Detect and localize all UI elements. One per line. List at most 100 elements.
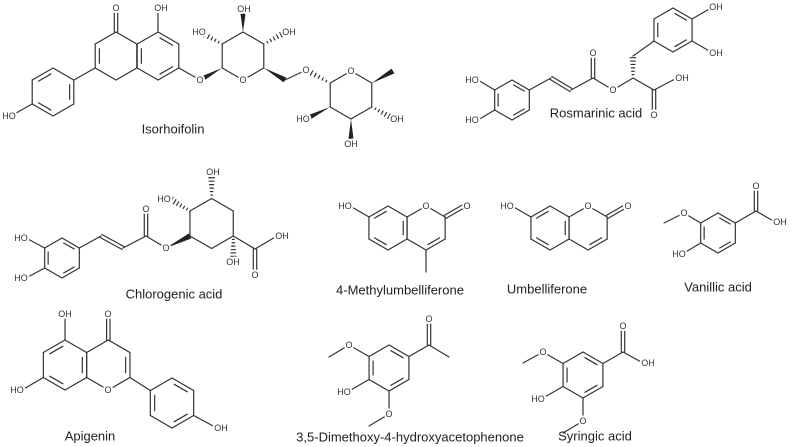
bond	[136, 67, 159, 81]
atom-label: O	[589, 48, 596, 58]
bond	[562, 385, 584, 399]
atom-label: O	[345, 340, 352, 350]
bond	[511, 205, 532, 218]
wedge-bond	[348, 119, 354, 141]
bond	[350, 70, 373, 84]
compound-name-rosmarinic-acid: Rosmarinic acid	[550, 106, 642, 121]
bond	[368, 238, 389, 251]
atom-label: O	[579, 416, 586, 426]
atom-label: HO	[296, 114, 310, 124]
bond	[717, 212, 736, 224]
bond	[63, 242, 75, 250]
bond	[373, 210, 387, 219]
bond	[755, 210, 776, 223]
atom-label: HO	[14, 233, 28, 243]
bond	[115, 67, 138, 81]
bond	[387, 238, 408, 251]
bond	[427, 237, 441, 246]
bond	[535, 237, 549, 246]
bond	[129, 376, 151, 392]
bond	[149, 414, 173, 429]
bond	[674, 39, 688, 48]
bond	[325, 79, 328, 83]
bond	[31, 103, 54, 117]
bond	[189, 197, 213, 212]
bond	[632, 77, 655, 91]
bond	[206, 34, 211, 40]
bond	[49, 375, 64, 385]
bond	[94, 31, 117, 45]
bond	[173, 383, 188, 393]
bond	[653, 77, 678, 91]
wedge-bond	[166, 233, 192, 248]
bond	[25, 237, 46, 249]
bond	[700, 212, 719, 224]
bond	[542, 351, 564, 365]
bond	[406, 238, 427, 251]
bond	[211, 197, 234, 212]
bond	[176, 201, 180, 206]
atom-label: O	[752, 181, 759, 191]
bond	[477, 109, 496, 121]
bond	[313, 72, 317, 78]
atom-label: O	[539, 347, 546, 357]
atom-label: OH	[773, 217, 787, 227]
bond	[388, 378, 410, 392]
compound-name-umbelliferone: Umbelliferone	[507, 282, 587, 297]
atom-label: HO	[337, 387, 351, 397]
bond	[717, 242, 736, 254]
wedge-bond	[372, 68, 395, 83]
bond	[373, 237, 387, 246]
atom-label: O	[347, 66, 354, 76]
wedge-bond	[304, 107, 330, 122]
bond	[663, 212, 685, 224]
bond	[149, 377, 173, 392]
bond	[221, 67, 244, 81]
bond	[530, 238, 551, 251]
bond	[522, 351, 544, 364]
bond	[221, 31, 244, 45]
bond	[279, 32, 283, 38]
atom-label: HO	[14, 273, 28, 283]
atom-label: OH	[675, 73, 689, 83]
atom-label: OH	[237, 4, 251, 14]
bond	[584, 357, 598, 366]
bond	[653, 40, 674, 53]
bond	[31, 67, 54, 81]
bond	[592, 77, 614, 91]
bond	[193, 414, 216, 428]
atom-label: O	[624, 201, 631, 211]
bond	[719, 217, 731, 225]
bond	[584, 384, 598, 393]
bond	[269, 38, 272, 43]
bond	[52, 103, 75, 117]
bond	[101, 233, 125, 248]
bond	[185, 207, 188, 211]
bond	[157, 31, 180, 45]
bond	[203, 32, 207, 38]
atom-label: O	[584, 201, 591, 211]
bond	[107, 339, 131, 354]
atom-label: O	[162, 243, 169, 253]
bond	[719, 241, 731, 249]
bond	[61, 237, 80, 249]
bond	[94, 67, 117, 81]
bond	[368, 344, 390, 358]
bond	[211, 235, 234, 250]
bond	[171, 377, 195, 392]
atom-label: O	[425, 314, 432, 324]
bond	[570, 77, 594, 91]
bond	[700, 242, 719, 254]
bond	[10, 103, 33, 117]
atom-label: O	[463, 201, 470, 211]
bond	[169, 196, 174, 203]
bond	[494, 109, 513, 121]
atom-label: OH	[709, 2, 723, 12]
bond	[254, 235, 278, 250]
bond	[528, 77, 552, 91]
bond	[425, 205, 446, 218]
bond	[445, 206, 466, 220]
bond	[329, 70, 352, 84]
bond	[63, 266, 75, 274]
